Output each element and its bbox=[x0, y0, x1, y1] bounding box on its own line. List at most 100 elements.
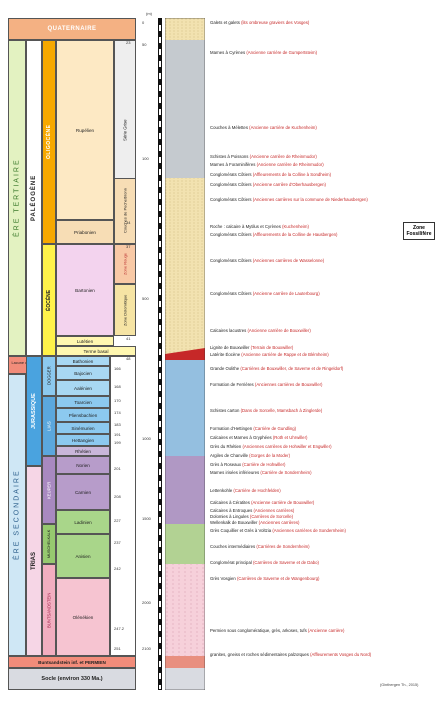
age-label: 191 bbox=[114, 432, 121, 437]
lithology-label-text: Conglomérats Côtiers bbox=[210, 258, 253, 263]
depth-tick-label: 500 bbox=[142, 296, 149, 301]
stage-norien-label: Norien bbox=[76, 462, 90, 468]
stage-priabonien-label: Priabonien bbox=[74, 229, 96, 235]
lithology-label-text: Calcaires et Marnes à Gryphées bbox=[210, 435, 273, 440]
stage-norien: Norien bbox=[56, 456, 110, 474]
depth-unit: (m) bbox=[146, 11, 152, 16]
age-label: 168 bbox=[114, 384, 121, 389]
lithology-label-note: (Ancienne carrière de Lauterbourg) bbox=[252, 291, 320, 296]
system-paleogene-label: PALÉOGÈNE bbox=[31, 174, 37, 222]
lithology-label: Roche : calcaire à Mytilus et Cyrènes (K… bbox=[210, 224, 309, 229]
lithology-label-text: Lignite de Bouxwiller bbox=[210, 345, 251, 350]
depth-tick-label: 1500 bbox=[142, 516, 151, 521]
lithology-label: Calcaires à Entroques (Anciennes carrièr… bbox=[210, 508, 294, 513]
lithology-label-text: Conglomérats Côtiers bbox=[210, 291, 253, 296]
lithology-label-note: (Ancienne carrière de Kuchenheim) bbox=[249, 125, 317, 130]
age-label: 23 bbox=[126, 40, 131, 45]
stage-carnien-label: Carnien bbox=[74, 489, 92, 495]
lithology-label-text: Formation d'Hettingen bbox=[210, 426, 254, 431]
lithology-label-note: (Kuchenheim) bbox=[282, 224, 309, 229]
lithology-label: Lettenkohle (Carrière de Hochfelden) bbox=[210, 488, 281, 493]
lithology-label-note: (Dans de Sorcelle, Mamsbach à Zinglerde) bbox=[240, 408, 323, 413]
depth-scale-bar bbox=[158, 18, 162, 690]
strat-table: QUATERNAIRE ÈRE TERTIAIRE PALÉOGÈNE OLIG… bbox=[8, 18, 136, 690]
era-secondaire-label: ÈRE SECONDAIRE bbox=[13, 469, 21, 561]
lithology-label: Calcaires lacustres (Ancienne carrière d… bbox=[210, 328, 311, 333]
lithology-label-text: Wellenkalk de Bouxwiller bbox=[210, 520, 259, 525]
series-muschelkalk-label: MUSCHELKALK bbox=[47, 529, 51, 559]
stage-toarcien: Toarcien bbox=[56, 396, 110, 408]
series-eocene-label: ÉOCÈNE bbox=[46, 289, 52, 311]
lithology-label-text: Conglomérats Côtiers bbox=[210, 197, 253, 202]
age-column bbox=[110, 356, 136, 656]
lithology-label-note: (Anciennes carrières de Hohwiller et Eng… bbox=[242, 444, 332, 449]
substage-zone-dolomitique-label: Zone Dolomitique bbox=[122, 294, 128, 326]
lithology-label-text: Formation de Ferrières bbox=[210, 382, 255, 387]
series-dogger: DOGGER bbox=[42, 356, 56, 396]
stage-olenekien-label: Olénékien bbox=[72, 614, 94, 620]
stage-ladinien-label: Ladinien bbox=[74, 519, 92, 525]
lithology-label-note: (Carrières de Saverne et de Dabo) bbox=[253, 560, 319, 565]
system-trias: TRIAS bbox=[26, 466, 42, 656]
socle-label: Socle (environ 330 Ma.) bbox=[41, 676, 103, 682]
stage-carnien: Carnien bbox=[56, 474, 110, 510]
lithology-label-note: (lits ombreuse graviers des Vosges) bbox=[241, 20, 310, 25]
lithology-svg bbox=[164, 17, 206, 691]
lithology-label-note: (Affleurements de la Colline à Sondheim) bbox=[252, 172, 332, 177]
stage-toarcien-label: Toarcien bbox=[74, 399, 92, 405]
lithology-label-note: (Carrière de Gundling) bbox=[253, 426, 297, 431]
age-label: 41 bbox=[126, 336, 131, 341]
lithology-label-note: (Roth et Uhrwiller) bbox=[272, 435, 308, 440]
stage-bajocien-label: Bajocien bbox=[74, 370, 92, 376]
lithology-label: Argiles de Chanville (Gorges de la Moder… bbox=[210, 453, 290, 458]
lithology-label-note: (Ancienne carrière de Rappe et de Blémhe… bbox=[241, 352, 329, 357]
stage-aalenien-label: Aalénien bbox=[74, 385, 92, 391]
stage-bajocien: Bajocien bbox=[56, 366, 110, 380]
series-lias-label: LIAS bbox=[46, 421, 52, 431]
lithology-label-text: Lettenkohle bbox=[210, 488, 234, 493]
series-keuper: KEUPER bbox=[42, 456, 56, 524]
age-label: 34 bbox=[126, 220, 131, 225]
lithology-label-note: (Ancienne carrière) bbox=[307, 628, 345, 633]
lithology-label-text: Argiles de Chanville bbox=[210, 453, 250, 458]
permien-box: Buntsandstein inf. et PERMIEN bbox=[8, 656, 136, 668]
age-label: 199 bbox=[114, 440, 121, 445]
lithology-label-note: (Anciennes carrières sur la commune de N… bbox=[252, 197, 368, 202]
stage-priabonien: Priabonien bbox=[56, 220, 114, 244]
substage-pechelbronn: Couches de Pechelbronn bbox=[114, 178, 136, 244]
lithology-label-text: Schistes à Poissons bbox=[210, 154, 250, 159]
system-jurassique-label: JURASSIQUE bbox=[31, 393, 37, 429]
age-label: 166 bbox=[114, 366, 121, 371]
age-label: 201 bbox=[114, 466, 121, 471]
lithology-label-note: (Ancienne carrière de Gumpertsteim) bbox=[246, 50, 317, 55]
lithology-label-text: Couches intermédiaires bbox=[210, 544, 257, 549]
lithology-label: granites, gneiss et roches sédimentaires… bbox=[210, 652, 371, 657]
lithology-label: Conglomérats Côtiers (Ancienne carrière … bbox=[210, 182, 326, 187]
stage-lutetien: Lutétien bbox=[56, 336, 114, 346]
lithology-label: Marnes à Cyrènes (Ancienne carrière de G… bbox=[210, 50, 317, 55]
lithology-label: Lignite de Bouxwiller (Terrain de Bouxwi… bbox=[210, 345, 293, 350]
lithology-label-text: Grès du Rhétien bbox=[210, 444, 243, 449]
lithology-label-note: (Terrain de Bouxwiller) bbox=[250, 345, 294, 350]
zone-fossilifere-label: Zone Fossilifère bbox=[406, 225, 432, 237]
lithology-label-note: (Anciennes carrières) bbox=[253, 508, 295, 513]
lithology-label-note: (Gorges de la Moder) bbox=[249, 453, 291, 458]
stage-hettangien: Hettangien bbox=[56, 434, 110, 446]
depth-tick-label: 2000 bbox=[142, 600, 151, 605]
stage-rhetien-label: Rhétien bbox=[75, 448, 91, 454]
lithology-label-text: Grès Coquillier et Grès à Voltzia bbox=[210, 528, 273, 533]
lithology-label: Grès Coquillier et Grès à Voltzia (Ancie… bbox=[210, 528, 346, 533]
lithology-label-text: Marnes à Foraminifères bbox=[210, 162, 257, 167]
lithology-label: Calcaires et Marnes à Gryphées (Roth et … bbox=[210, 435, 307, 440]
depth-tick-label: 1000 bbox=[142, 436, 151, 441]
lithology-label-note: (Ancienne carrière de Bouxwiller) bbox=[247, 328, 311, 333]
stage-sinemurien: Sinémurien bbox=[56, 422, 110, 434]
age-label: 183 bbox=[114, 422, 121, 427]
lithology-label-note: (Anciennes carrières de Sondernheim) bbox=[272, 528, 346, 533]
lithology-label: Conglomérat principal (Carrières de Save… bbox=[210, 560, 319, 565]
age-label: 37 bbox=[126, 244, 131, 249]
age-label: 242 bbox=[114, 566, 121, 571]
lithology-label: Grès du Rhétien (Anciennes carrières de … bbox=[210, 444, 332, 449]
age-label: 208 bbox=[114, 494, 121, 499]
lithology-label: Permien sous conglomératique, grès, arko… bbox=[210, 628, 344, 633]
